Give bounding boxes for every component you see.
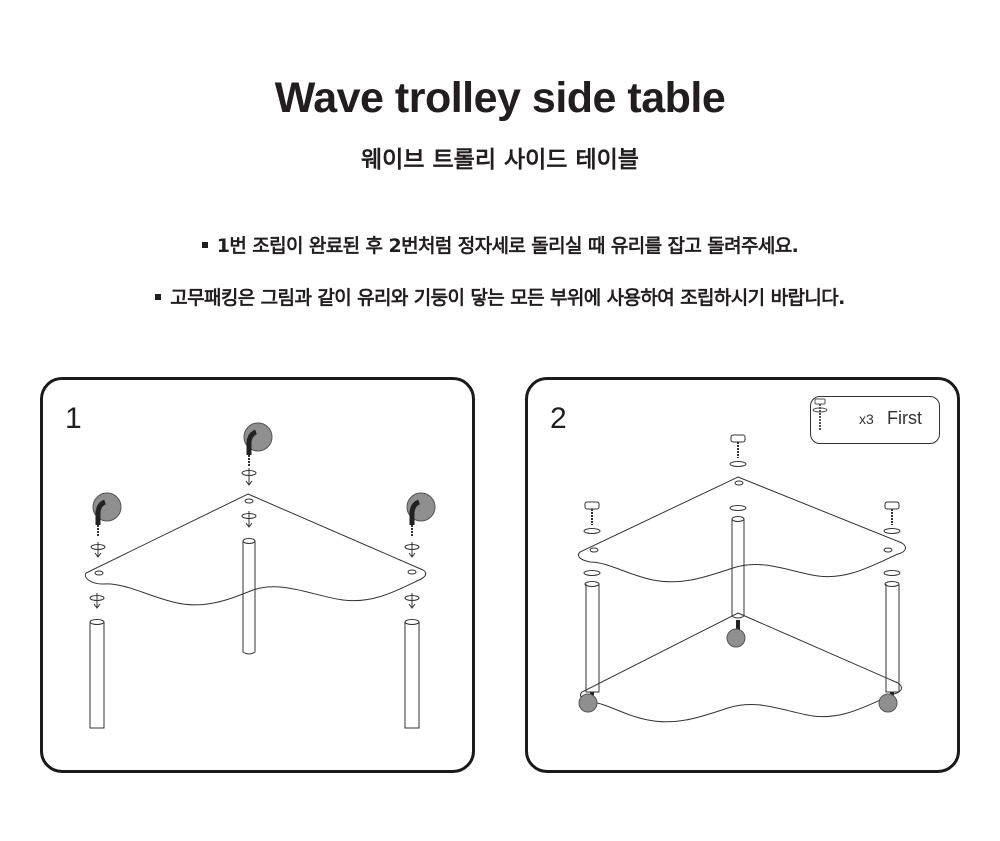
washer-icon <box>729 505 747 511</box>
leg-top <box>884 581 900 587</box>
note-text: 1번 조립이 완료된 후 2번처럼 정자세로 돌리실 때 유리를 잡고 돌려주세… <box>216 235 799 257</box>
leg-top <box>89 619 105 625</box>
glass-hole <box>883 547 893 553</box>
leg-top <box>404 619 420 625</box>
table-leg <box>585 584 600 693</box>
step-2-panel: 2 x3 First <box>525 377 960 773</box>
step-number: 2 <box>550 402 567 435</box>
instruction-notes: 1번 조립이 완료된 후 2번처럼 정자세로 돌리실 때 유리를 잡고 돌려주세… <box>0 228 1000 332</box>
screw-icon <box>730 434 746 458</box>
glass-shelf <box>579 612 902 723</box>
screw-icon <box>884 501 900 525</box>
table-leg <box>404 622 420 729</box>
step-1-illustration <box>84 422 436 729</box>
bullet-icon <box>201 241 208 248</box>
first-label: First <box>887 408 922 428</box>
washer-icon <box>883 528 901 534</box>
screw-icon <box>584 501 600 525</box>
washer-icon <box>241 511 257 528</box>
step-2-illustration <box>577 434 906 723</box>
washer-icon <box>404 593 420 609</box>
glass-hole <box>734 480 744 486</box>
leg-top <box>242 538 256 544</box>
caster-icon <box>243 422 273 466</box>
step-number: 1 <box>65 402 82 435</box>
washer-icon <box>583 570 601 576</box>
leg-top <box>731 516 745 522</box>
page-title: Wave trolley side table <box>274 74 726 122</box>
step-1-panel: 1 <box>40 377 475 773</box>
washer-icon <box>90 542 106 558</box>
washer-icon <box>404 542 420 558</box>
table-leg <box>242 541 256 655</box>
caster-icon <box>92 492 122 536</box>
screw-count: x3 <box>859 411 874 427</box>
table-leg <box>89 622 105 729</box>
screw-icon <box>812 398 828 430</box>
leg-top <box>584 581 600 587</box>
note-text: 고무패킹은 그림과 같이 유리와 기둥이 닿는 모든 부위에 사용하여 조립하시… <box>170 287 845 309</box>
caster-icon <box>726 620 746 648</box>
washer-icon <box>883 570 901 576</box>
glass-hole <box>407 569 417 575</box>
caster-icon <box>878 692 898 713</box>
glass-hole <box>589 547 599 553</box>
caster-icon <box>578 692 598 713</box>
table-leg <box>885 584 900 693</box>
washer-icon <box>89 593 105 609</box>
instruction-note: 1번 조립이 완료된 후 2번처럼 정자세로 돌리실 때 유리를 잡고 돌려주세… <box>0 228 1000 280</box>
caster-icon <box>406 492 436 536</box>
washer-icon <box>729 461 747 467</box>
screw-first-badge: x3 First <box>810 396 940 444</box>
washer-icon <box>241 468 257 486</box>
instruction-note: 고무패킹은 그림과 같이 유리와 기둥이 닿는 모든 부위에 사용하여 조립하시… <box>0 280 1000 332</box>
glass-hole <box>244 498 254 504</box>
washer-icon <box>583 528 601 534</box>
glass-hole <box>94 570 104 576</box>
glass-shelf <box>84 493 427 606</box>
glass-shelf <box>577 476 906 583</box>
table-leg <box>731 519 745 619</box>
bullet-icon <box>155 293 162 300</box>
page-subtitle: 웨이브 트롤리 사이드 테이블 <box>361 147 639 173</box>
